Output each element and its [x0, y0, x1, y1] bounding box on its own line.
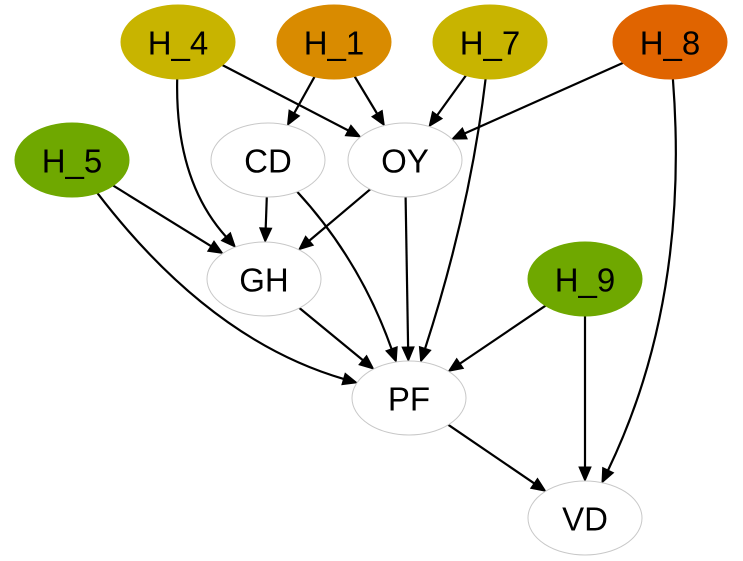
- edge-oy-to-pf: [404, 196, 410, 348]
- arrowhead-icon: [358, 354, 375, 370]
- node-ellipse: [120, 4, 236, 80]
- arrowhead-icon: [529, 477, 547, 492]
- arrowhead-icon: [401, 346, 415, 363]
- nodes-layer: H_4 H_1 H_7 H_8H_5 CD OY GH H_9PF VD: [14, 4, 728, 556]
- edge-h1-to-cd: [293, 76, 316, 114]
- node-label: CD: [244, 143, 292, 180]
- node-label: H_8: [640, 25, 701, 62]
- edge-h4-to-gh: [176, 78, 227, 238]
- node-h8: H_8: [612, 4, 728, 80]
- edge-h5-to-pf: [96, 192, 344, 380]
- node-h9: H_9: [527, 241, 643, 317]
- node-h5: H_5: [14, 122, 130, 198]
- node-ellipse: [351, 360, 467, 436]
- node-h4: H_4: [120, 4, 236, 80]
- arrowhead-icon: [578, 466, 592, 483]
- edge-h1-to-oy: [353, 75, 378, 115]
- edge-cd-to-pf: [296, 191, 393, 350]
- node-label: OY: [381, 143, 429, 180]
- node-label: H_4: [148, 25, 209, 62]
- arrowhead-icon: [428, 110, 444, 128]
- edge-h8-to-oy: [464, 61, 624, 135]
- node-label: VD: [562, 501, 608, 538]
- arrowhead-icon: [206, 240, 224, 255]
- node-label: PF: [388, 381, 430, 418]
- arrowhead-icon: [220, 231, 237, 248]
- node-cd: CD: [210, 122, 326, 198]
- arrowhead-icon: [601, 466, 615, 484]
- edge-cd-to-gh: [264, 196, 268, 229]
- node-ellipse: [206, 241, 322, 317]
- node-ellipse: [276, 4, 392, 80]
- arrowhead-icon: [447, 357, 465, 373]
- edge-h9-to-pf: [459, 304, 547, 365]
- arrowhead-icon: [258, 227, 273, 244]
- arrowhead-icon: [450, 127, 468, 140]
- arrowhead-icon: [385, 345, 398, 364]
- arrowhead-icon: [344, 124, 362, 138]
- edge-gh-to-pf: [298, 307, 364, 361]
- node-label: H_1: [304, 25, 365, 62]
- node-ellipse: [210, 122, 326, 198]
- arrowhead-icon: [297, 235, 315, 251]
- node-gh: GH: [206, 241, 322, 317]
- node-h7: H_7: [432, 4, 548, 80]
- arrowhead-icon: [341, 372, 359, 386]
- edge-h7-to-pf: [424, 78, 487, 349]
- node-oy: OY: [347, 122, 463, 198]
- node-label: H_7: [460, 25, 521, 62]
- node-ellipse: [14, 122, 130, 198]
- edge-pf-to-vd: [447, 423, 535, 485]
- node-h1: H_1: [276, 4, 392, 80]
- edge-h7-to-oy: [436, 74, 467, 116]
- node-label: H_9: [555, 262, 616, 299]
- arrowhead-icon: [370, 109, 385, 127]
- edge-h8-to-vd: [607, 78, 677, 471]
- edges-layer: [96, 61, 677, 492]
- edge-h5-to-gh: [112, 184, 212, 248]
- edge-oy-to-gh: [308, 188, 371, 242]
- node-ellipse: [527, 480, 643, 556]
- node-label: GH: [239, 262, 289, 299]
- arrowhead-icon: [286, 109, 301, 127]
- node-ellipse: [612, 4, 728, 80]
- node-ellipse: [432, 4, 548, 80]
- node-label: H_5: [42, 143, 103, 180]
- edge-h4-to-oy: [221, 64, 349, 132]
- node-pf: PF: [351, 360, 467, 436]
- node-ellipse: [527, 241, 643, 317]
- node-ellipse: [347, 122, 463, 198]
- arrowhead-icon: [418, 345, 432, 364]
- node-vd: VD: [527, 480, 643, 556]
